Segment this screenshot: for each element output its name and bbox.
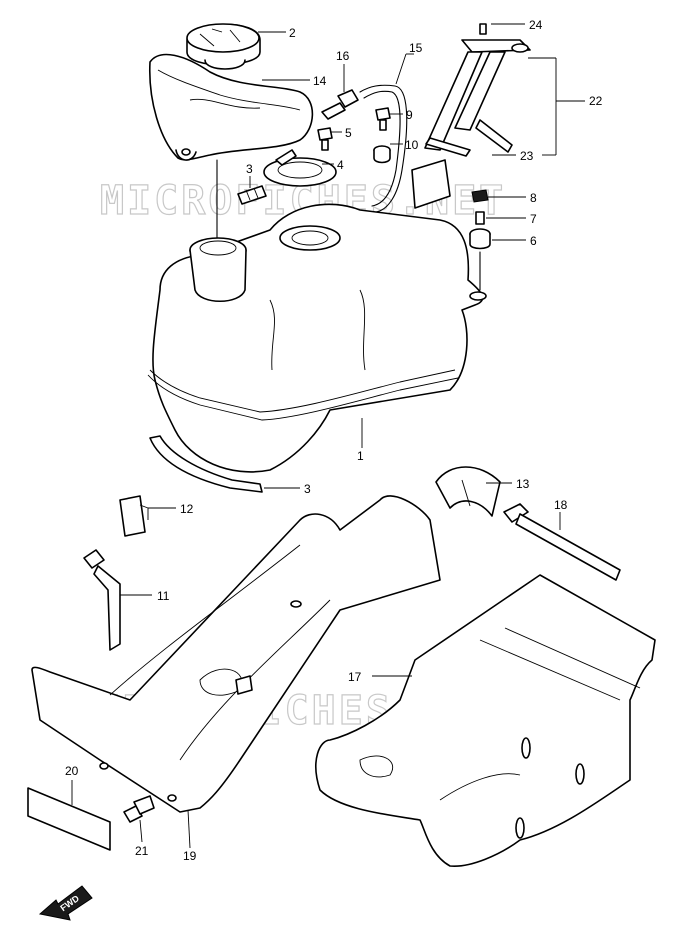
bolt-part-9 xyxy=(375,107,391,131)
callout-21: 21 xyxy=(135,844,149,858)
callout-9: 9 xyxy=(406,108,413,122)
callout-22: 22 xyxy=(589,94,603,108)
callout-13: 13 xyxy=(516,477,530,491)
leader-lines xyxy=(71,23,585,849)
callout-15: 15 xyxy=(409,41,423,55)
frame-cover-part-19 xyxy=(31,495,441,813)
bolt-part-5 xyxy=(317,127,333,151)
callout-1: 1 xyxy=(357,449,364,463)
callout-4: 4 xyxy=(337,158,344,172)
fitting-part xyxy=(321,89,359,120)
callout-24: 24 xyxy=(529,18,543,32)
callout-11: 11 xyxy=(157,589,170,603)
callout-10: 10 xyxy=(405,138,419,152)
callout-18: 18 xyxy=(554,498,568,512)
callout-20: 20 xyxy=(65,764,79,778)
callout-14: 14 xyxy=(313,74,327,88)
clip-part-12 xyxy=(119,495,149,537)
callout-16: 16 xyxy=(336,49,350,63)
fuel-gauge-part xyxy=(263,149,337,187)
callout-3-bottom: 3 xyxy=(304,482,311,496)
callout-12: 12 xyxy=(180,502,194,516)
grommet-parts xyxy=(469,189,491,250)
filler-neck-part xyxy=(148,53,314,161)
callout-6: 6 xyxy=(530,234,537,248)
callout-labels: 1 2 3 3 4 5 6 7 8 9 10 11 12 13 14 15 16… xyxy=(65,18,603,863)
fwd-arrow-icon: FWD xyxy=(38,885,93,921)
cushion-strip-part-top xyxy=(237,185,267,205)
lower-cover-part-17 xyxy=(315,574,656,867)
callout-8: 8 xyxy=(530,191,537,205)
fuel-pump-part xyxy=(411,23,531,209)
callout-5: 5 xyxy=(345,126,352,140)
label-part-20 xyxy=(27,787,111,851)
cover-part-13 xyxy=(435,466,501,517)
cushion-part-10 xyxy=(373,145,391,164)
fuel-tank-part xyxy=(147,159,487,473)
callout-19: 19 xyxy=(183,849,197,863)
clip-part-21 xyxy=(123,795,155,823)
callout-2: 2 xyxy=(289,26,296,40)
callout-7: 7 xyxy=(530,212,537,226)
callout-23: 23 xyxy=(520,149,534,163)
cushion-strip-part-bottom xyxy=(149,435,263,493)
band-part-18 xyxy=(503,503,621,581)
breather-hose-part xyxy=(359,84,408,213)
fuel-cap-part xyxy=(186,23,261,70)
callout-17: 17 xyxy=(348,670,362,684)
tube-part-11 xyxy=(83,549,121,651)
callout-3-top: 3 xyxy=(246,162,253,176)
